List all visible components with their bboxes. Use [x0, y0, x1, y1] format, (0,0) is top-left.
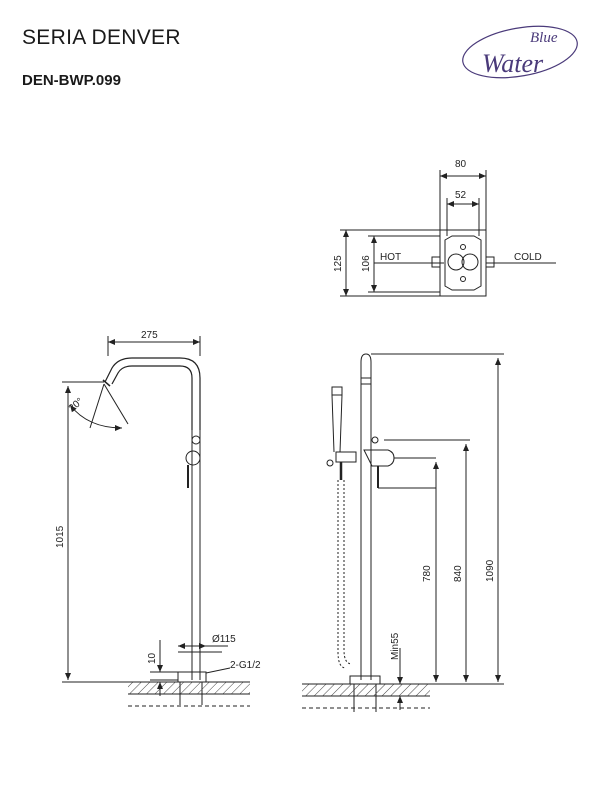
dim-front-height: 1015: [55, 525, 66, 548]
model-code: DEN-BWP.099: [22, 72, 121, 89]
dim-spout-angle: 20°: [67, 396, 86, 414]
side-lever: [363, 449, 395, 467]
top-view: [340, 170, 556, 297]
hand-shower-head: [331, 386, 343, 396]
dim-reach: 275: [141, 330, 158, 341]
dim-plate-height: 125: [333, 255, 344, 272]
logo-line2: Water: [482, 49, 544, 78]
dim-connection: 2-G1/2: [230, 660, 261, 671]
dim-port-spacing: 52: [455, 190, 467, 201]
logo-line1: Blue: [530, 30, 558, 46]
brand-logo: Blue Water: [462, 25, 578, 79]
hot-port: [447, 253, 465, 271]
dim-handle-height: 780: [422, 565, 433, 582]
front-mixer-knob: [185, 450, 201, 466]
dim-plate-inner-height: 106: [361, 255, 372, 272]
cold-label: COLD: [514, 252, 542, 263]
cold-port: [461, 253, 479, 271]
dim-min-depth: Min55: [390, 632, 401, 660]
side-view: [302, 353, 504, 712]
dim-base-diameter: Ø115: [212, 634, 236, 645]
dim-total-height: 1090: [485, 559, 496, 582]
dim-plate-width: 80: [455, 159, 467, 170]
series-title: SERIA DENVER: [22, 26, 181, 49]
mounting-plate: [439, 229, 487, 297]
dim-holder-height: 840: [453, 565, 464, 582]
front-view: [62, 336, 250, 707]
dim-base-height: 10: [147, 652, 158, 664]
hot-label: HOT: [380, 252, 401, 263]
